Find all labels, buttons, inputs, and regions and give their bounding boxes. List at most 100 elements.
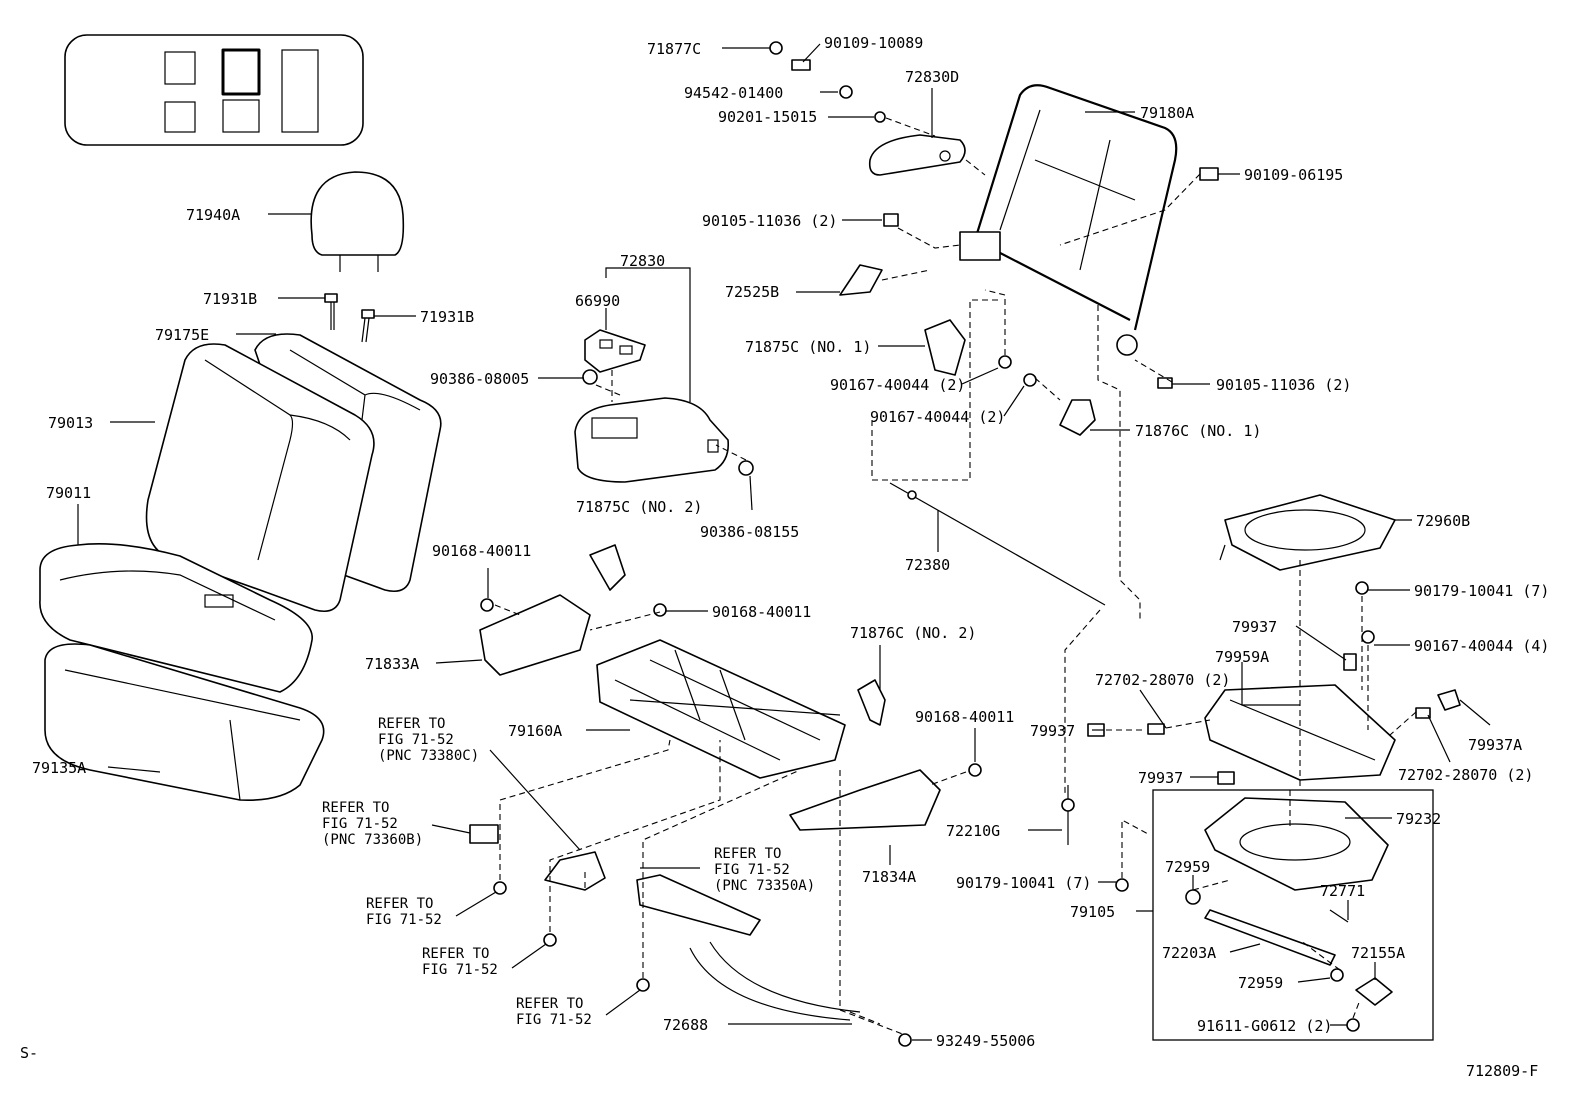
bolt-91611-G0612 [1346,1018,1360,1032]
label-72380: 72380 [905,556,950,574]
headrest-71940A [310,171,405,272]
armrest-72830 [574,397,730,483]
cable-end [907,490,917,500]
label-79959A: 79959A [1215,648,1269,666]
seat-cushion-pad-79135A [44,643,325,802]
part-73380C [544,851,606,891]
seat-cushion-79011 [39,543,313,693]
cover-71834A [789,769,941,831]
label-90168-40011-b: 90168-40011 [712,603,811,621]
refer-notes: REFER TO FIG 71-52 (PNC 73380C) REFER TO… [322,716,815,1028]
label-72960B: 72960B [1416,512,1470,530]
bolt-90109-06195 [1199,167,1219,181]
label-71931B-b: 71931B [420,308,474,326]
seat-frame-79160A [596,639,846,779]
bolt-refer-a [493,881,507,895]
label-72830: 72830 [620,252,665,270]
refer-note-73360B-line2: FIG 71-52 [322,816,398,832]
bolt-refer-c [636,978,650,992]
refer-note-c-line2: FIG 71-52 [516,1012,592,1028]
bolt-refer-b [543,933,557,947]
refer-note-73380C-line1: REFER TO [378,716,445,732]
label-90167-40044-c: 90167-40044 (4) [1414,637,1549,655]
label-79180A: 79180A [1140,104,1194,122]
clip-79937A [1437,689,1461,711]
label-90109-10089: 90109-10089 [824,34,923,52]
label-90386-08155: 90386-08155 [700,523,799,541]
cup-holder-66990 [584,329,646,373]
hinge-cover-71875C-1 [924,319,966,376]
bolt-90109-10089 [791,59,811,71]
label-72210G: 72210G [946,822,1000,840]
label-79011: 79011 [46,484,91,502]
seat-layout-inset [64,34,364,146]
label-90386-08005: 90386-08005 [430,370,529,388]
hinge-71833A [479,594,591,676]
label-91611-G0612: 91611-G0612 (2) [1197,1017,1332,1035]
label-90179-10041-a: 90179-10041 (7) [1414,582,1549,600]
part-73360B [469,824,499,844]
label-90105-11036-b: 90105-11036 (2) [1216,376,1351,394]
cable-72688-b [709,941,861,1013]
label-72830D: 72830D [905,68,959,86]
label-93249-55006: 93249-55006 [936,1032,1035,1050]
bolt-90167-40044-c [1361,630,1375,644]
footer-figure-id: 712809-F [1466,1062,1538,1080]
cable-72380 [889,482,1106,606]
label-79937-c: 79937 [1138,769,1183,787]
refer-note-b-line2: FIG 71-52 [422,962,498,978]
label-71833A: 71833A [365,655,419,673]
clip-79937-c [1217,771,1235,785]
bolt-90168-40011-b [653,603,667,617]
label-71940A: 71940A [186,206,240,224]
part-73350A [636,874,761,936]
refer-note-73360B-line1: REFER TO [322,800,389,816]
headrest-support-right [361,309,375,343]
leader-lines [77,43,1491,1041]
label-79160A: 79160A [508,722,562,740]
refer-note-73380C-line2: FIG 71-52 [378,732,454,748]
spring-72771 [1329,909,1349,923]
washer-90201-15015 [874,111,886,123]
nut-71877C [769,41,783,55]
label-79937-a: 79937 [1232,618,1277,636]
bolt-90167-40044-a [998,355,1012,369]
label-79232: 79232 [1396,810,1441,828]
refer-note-b-line1: REFER TO [422,946,489,962]
bolt-90105-11036-left [883,213,899,227]
swivel-base-79232 [1204,797,1389,891]
label-72688: 72688 [663,1016,708,1034]
cable-72688 [689,947,851,1021]
label-71875C-1: 71875C (NO. 1) [745,338,871,356]
headrest-support-left [324,293,338,330]
label-72959-b: 72959 [1238,974,1283,992]
bolt-90167-40044-b [1023,373,1037,387]
footer-left-code: S- [20,1044,38,1062]
label-72203A: 72203A [1162,944,1216,962]
label-79135A: 79135A [32,759,86,777]
bolt-72702-28070-b [1415,707,1431,719]
label-79013: 79013 [48,414,93,432]
refer-note-a-line1: REFER TO [366,896,433,912]
washer-94542-01400 [839,85,853,99]
label-71876C-2: 71876C (NO. 2) [850,624,976,642]
label-79175E: 79175E [155,326,209,344]
label-72702-28070-a: 72702-28070 (2) [1095,671,1230,689]
label-66990: 66990 [575,292,620,310]
cover-72525B [839,264,883,296]
bolt-90105-11036-right [1157,377,1173,389]
collar-72959-a [1185,889,1201,905]
bolt-93249-55006 [898,1033,912,1047]
label-72525B: 72525B [725,283,779,301]
label-90168-40011-c: 90168-40011 [915,708,1014,726]
label-72155A: 72155A [1351,944,1405,962]
refer-note-73350A-line1: REFER TO [714,846,781,862]
bolt-72702-28070-a [1147,723,1165,735]
label-94542-01400: 94542-01400 [684,84,783,102]
label-72702-28070-b: 72702-28070 (2) [1398,766,1533,784]
label-90201-15015: 90201-15015 [718,108,817,126]
label-71875C-2: 71875C (NO. 2) [576,498,702,516]
label-90167-40044-b: 90167-40044 (2) [870,408,1005,426]
label-72771: 72771 [1320,882,1365,900]
